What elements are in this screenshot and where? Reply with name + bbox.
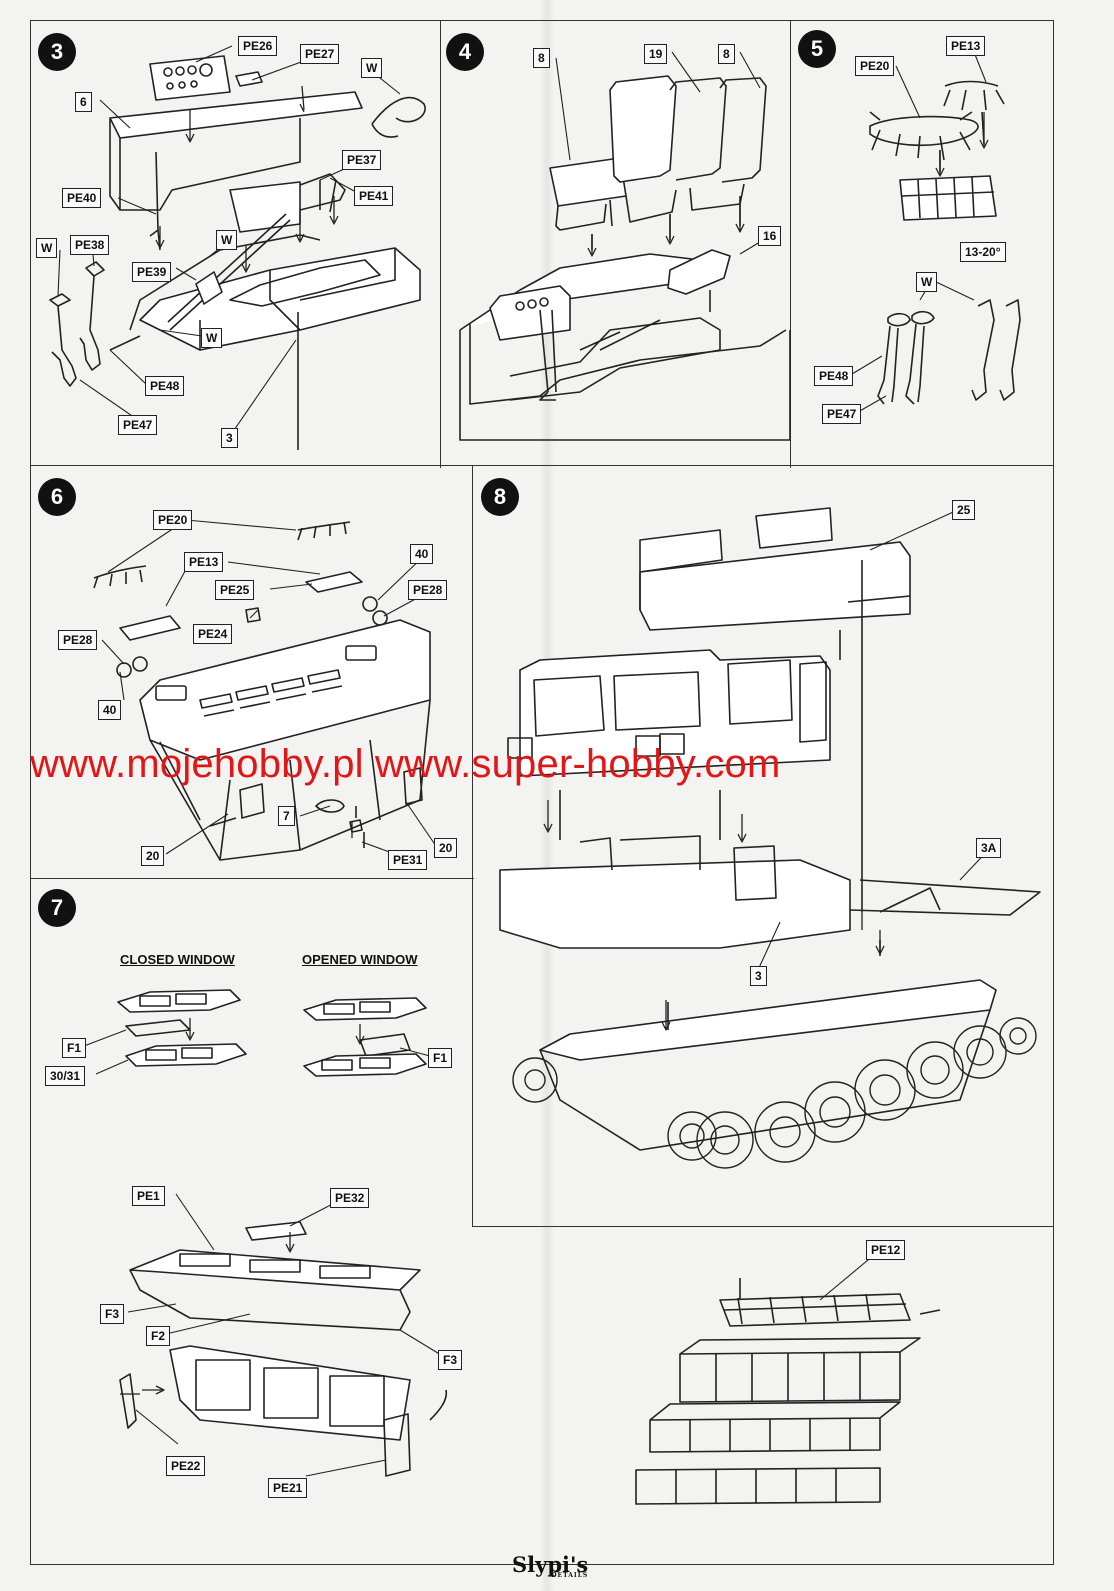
brand-logo: Slypi's DETAILS — [512, 1552, 588, 1579]
part-label-pe27: PE27 — [300, 44, 340, 64]
part-label-pe39: PE39 — [132, 262, 172, 282]
part-label-f1: F1 — [428, 1048, 453, 1068]
panel-step8-box — [472, 465, 1054, 1227]
part-label-f3: F3 — [100, 1304, 125, 1324]
part-label-f2: F2 — [146, 1326, 171, 1346]
part-label-w: W — [216, 230, 238, 250]
part-label-pe13: PE13 — [184, 552, 224, 572]
panel-hline-1 — [30, 465, 1054, 466]
panel-frame-top — [30, 20, 1054, 468]
part-label-pe48: PE48 — [145, 376, 185, 396]
part-label-40: 40 — [98, 700, 122, 720]
part-label-pe24: PE24 — [193, 624, 233, 644]
panel-outer-lower — [30, 465, 1054, 1565]
part-label-pe20: PE20 — [153, 510, 193, 530]
part-label-pe13: PE13 — [946, 36, 986, 56]
part-label-pe38: PE38 — [70, 235, 110, 255]
step-4-badge: 4 — [446, 33, 484, 71]
part-label-pe48: PE48 — [814, 366, 854, 386]
brand-logo-name: Slypi's — [512, 1552, 589, 1577]
part-label-7: 7 — [278, 806, 295, 826]
part-label-3: 3 — [221, 428, 238, 448]
part-label-pe47: PE47 — [118, 415, 158, 435]
part-label-w: W — [36, 238, 58, 258]
part-label-pe37: PE37 — [342, 150, 382, 170]
part-label-pe12: PE12 — [866, 1240, 906, 1260]
bend-angle-label: 13-20° — [960, 242, 1006, 262]
part-label-w: W — [201, 328, 223, 348]
part-label-pe28: PE28 — [58, 630, 98, 650]
part-label-30-31: 30/31 — [45, 1066, 86, 1086]
step7-windows-drawing — [117, 989, 941, 1505]
assembly-arrows — [120, 86, 989, 1395]
page-fold — [540, 0, 554, 1591]
part-label-w: W — [361, 58, 383, 78]
part-label-pe28: PE28 — [408, 580, 448, 600]
opened-window-caption: OPENED WINDOW — [302, 952, 418, 967]
step8-hull-drawing — [499, 507, 1041, 1169]
panel-hline-2 — [30, 878, 474, 879]
watermark-text: www.mojehobby.pl www.super-hobby.com — [30, 742, 781, 786]
step3-dashboard-drawing — [49, 55, 426, 450]
part-label-pe20: PE20 — [855, 56, 895, 76]
part-label-pe40: PE40 — [62, 188, 102, 208]
part-label-3a: 3A — [976, 838, 1002, 858]
part-label-25: 25 — [952, 500, 976, 520]
part-label-19: 19 — [644, 44, 668, 64]
part-label-w: W — [916, 272, 938, 292]
panel-divider-4-5 — [790, 20, 791, 468]
step-5-badge: 5 — [798, 30, 836, 68]
closed-window-caption: CLOSED WINDOW — [120, 952, 235, 967]
part-label-f1: F1 — [62, 1038, 87, 1058]
brand-logo-sub: DETAILS — [551, 1572, 589, 1579]
step-8-badge: 8 — [481, 478, 519, 516]
step6-cab-drawing — [93, 521, 431, 861]
part-label-20: 20 — [434, 838, 458, 858]
part-label-f3: F3 — [438, 1350, 463, 1370]
leader-lines — [57, 41, 993, 1477]
part-label-pe41: PE41 — [354, 186, 394, 206]
part-label-pe32: PE32 — [330, 1188, 370, 1208]
road-wheels — [512, 1017, 1037, 1169]
step-3-badge: 3 — [38, 33, 76, 71]
part-label-3: 3 — [750, 966, 767, 986]
part-label-8: 8 — [718, 44, 735, 64]
part-label-pe31: PE31 — [388, 850, 428, 870]
part-label-pe25: PE25 — [215, 580, 255, 600]
part-label-pe22: PE22 — [166, 1456, 206, 1476]
part-label-8: 8 — [533, 48, 550, 68]
step-6-badge: 6 — [38, 478, 76, 516]
part-label-6: 6 — [75, 92, 92, 112]
part-label-pe47: PE47 — [822, 404, 862, 424]
part-label-pe1: PE1 — [132, 1186, 165, 1206]
part-label-16: 16 — [758, 226, 782, 246]
part-label-20: 20 — [141, 846, 165, 866]
part-label-pe21: PE21 — [268, 1478, 308, 1498]
panel-divider-3-4 — [440, 20, 441, 468]
step4-seats-drawing — [459, 75, 791, 441]
step-7-badge: 7 — [38, 889, 76, 927]
part-label-pe26: PE26 — [238, 36, 278, 56]
step5-grille-drawing — [869, 80, 1021, 405]
part-label-40: 40 — [410, 544, 434, 564]
